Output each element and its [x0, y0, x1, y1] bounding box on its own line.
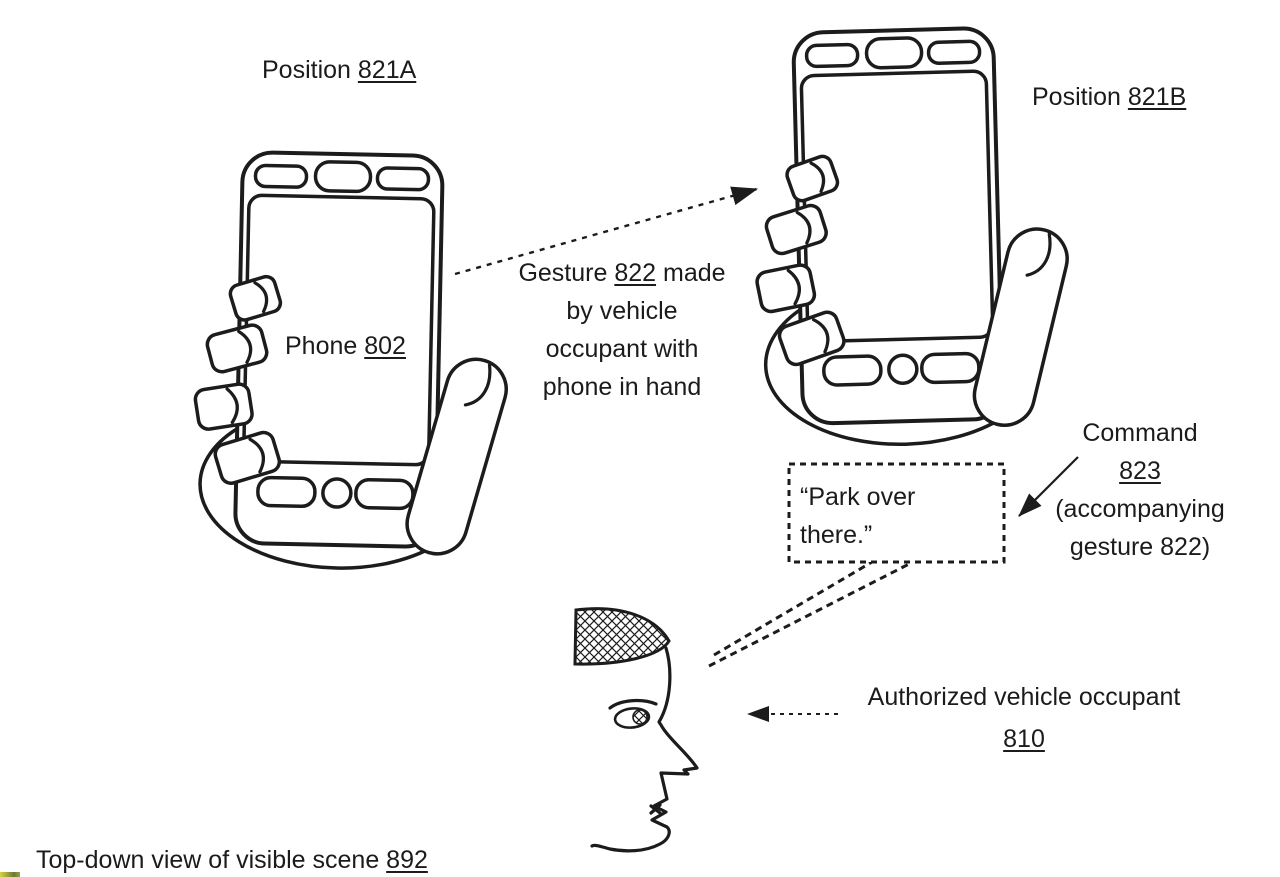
command-arrow	[1018, 456, 1079, 517]
phone-in-hand-drawing-821b	[747, 23, 1081, 451]
face-profile-line	[590, 646, 699, 853]
position-821b-text: Position	[1032, 83, 1128, 111]
command-823-ref: 823	[1119, 457, 1161, 485]
occupant-810-label: Authorized vehicle occupant 810	[858, 676, 1190, 760]
command-line1: Command	[1082, 419, 1198, 447]
command-823-label: Command 823 (accompanying gesture 822)	[1040, 414, 1240, 566]
eyebrow-line	[608, 698, 658, 710]
phone-802-text: Phone	[285, 332, 365, 360]
gesture-line1-post: made	[656, 259, 726, 287]
occupant-810-ref: 810	[1003, 725, 1045, 753]
scan-artifact	[0, 872, 20, 877]
lip-corner-mark	[649, 803, 662, 815]
position-821a-text: Position	[262, 56, 358, 84]
gesture-822-label: Gesture 822 made by vehicle occupant wit…	[482, 254, 762, 406]
speech-box-border	[787, 462, 1006, 564]
phone-802-label: Phone 802	[285, 332, 406, 360]
position-821b-ref: 821B	[1127, 83, 1187, 111]
occupant-head-drawing	[573, 607, 699, 853]
occupant-line1: Authorized vehicle occupant	[867, 683, 1181, 711]
gesture-line2: by vehicle	[566, 297, 678, 325]
figure-caption: Top-down view of visible scene 892	[36, 846, 428, 874]
caption-892-ref: 892	[386, 846, 428, 874]
gesture-arrow	[454, 186, 759, 276]
position-821a-label: Position 821A	[262, 56, 416, 84]
command-line3: (accompanying	[1055, 495, 1225, 523]
hair-crosshatch	[573, 607, 671, 666]
speech-line2: there.”	[800, 521, 873, 549]
speech-line1: “Park over	[800, 483, 916, 511]
gesture-822-ref: 822	[614, 259, 657, 287]
gesture-line1-pre: Gesture	[518, 259, 615, 287]
caption-text: Top-down view of visible scene	[36, 846, 387, 874]
phone-in-hand-drawing-821a	[188, 149, 520, 574]
eye-pupil	[632, 709, 648, 725]
speech-text: “Park over there.”	[800, 478, 990, 554]
command-line4: gesture 822)	[1069, 533, 1211, 561]
gesture-line4: phone in hand	[542, 373, 702, 401]
gesture-line3: occupant with	[545, 335, 699, 363]
phone-802-ref: 802	[364, 332, 406, 360]
position-821b-label: Position 821B	[1032, 83, 1186, 111]
position-821a-ref: 821A	[357, 56, 417, 84]
speech-tail-lines	[708, 560, 912, 668]
